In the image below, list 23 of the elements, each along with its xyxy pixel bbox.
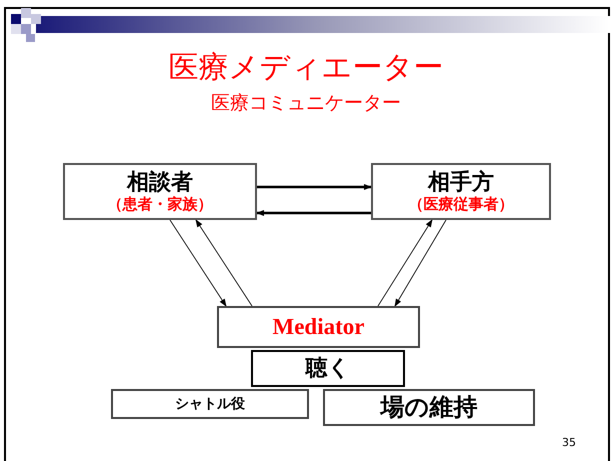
arrow	[257, 184, 372, 190]
arrow	[256, 210, 371, 216]
box-heading: 相談者	[127, 170, 193, 196]
arrow	[378, 219, 433, 306]
title: 医療メディエーター	[168, 50, 444, 86]
box-heading: 場の維持	[380, 394, 478, 422]
box-heading: シャトル役	[175, 396, 245, 412]
text-box	[371, 163, 551, 220]
text-box	[217, 306, 420, 348]
text-box	[63, 163, 257, 220]
arrow	[170, 220, 227, 307]
box-heading: 聴く	[306, 356, 350, 382]
arrow	[394, 220, 446, 307]
box-subheading: （患者・家族）	[108, 196, 212, 213]
text-box	[323, 389, 535, 426]
text-box	[111, 389, 309, 419]
page-number: 35	[562, 436, 576, 450]
arrow	[195, 219, 252, 306]
box-heading: 相手方	[428, 170, 494, 196]
box-heading: Mediator	[272, 314, 364, 340]
text-box	[251, 350, 405, 387]
subtitle: 医療コミュニケーター	[210, 92, 402, 115]
box-subheading: （医療従事者）	[408, 196, 514, 213]
